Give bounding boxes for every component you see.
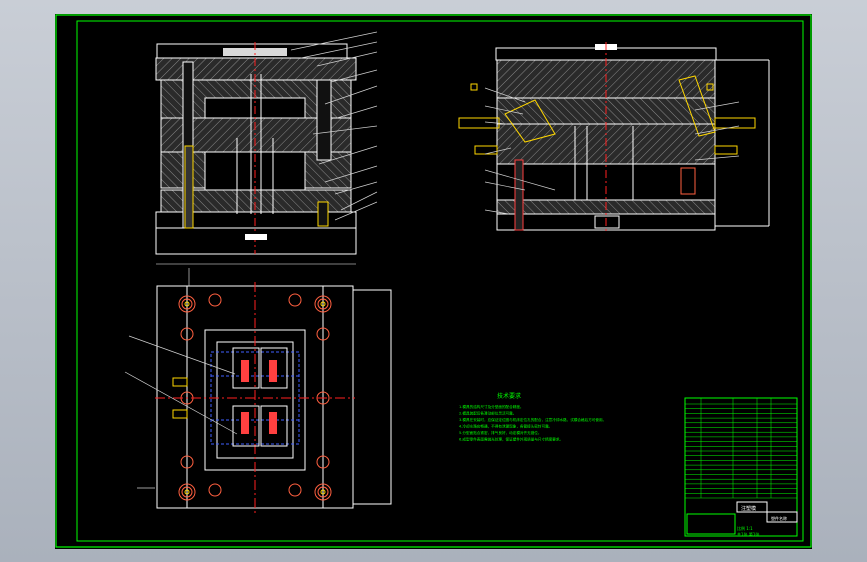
title-block: 注塑模 塑件名称 比例 1:1 共1张 第1张 [684,397,798,537]
tech-req-line: 3.模具在安装时，应保证定位圈与机床定位孔的配合，注意冷却水路，试模合格后方可使… [459,417,606,422]
plan-view [124,268,392,514]
sheet-text: 共1张 第1张 [737,531,759,537]
technical-requirements: 技术要求 1.模具的结构尺寸及分型面的配合精度。 2.模具装配后各滑动部位灵活可靠… [459,392,606,442]
drawing-name: 注塑模 [741,505,756,512]
inner-frame [76,20,804,542]
outer-frame [55,14,812,548]
side-section-view [458,42,770,232]
scale-text: 比例 1:1 [737,525,753,531]
tech-req-line: 2.模具装配后各滑动部位灵活可靠。 [459,411,516,416]
cad-viewport[interactable]: 技术要求 1.模具的结构尺寸及分型面的配合精度。 2.模具装配后各滑动部位灵活可靠… [55,14,812,549]
tech-req-line: 6.成型零件表面需抛光处理，保证塑件外观质量与尺寸精度要求。 [459,437,563,442]
tech-req-title: 技术要求 [497,392,521,400]
front-section-view [155,31,378,265]
tech-req-line: 5.分型面贴合紧密，排气良好，动定模对齐无错位。 [459,430,542,435]
tech-req-line: 4.冷却水路应畅通，不得有泄漏现象，各管接头密封可靠。 [459,424,552,429]
tech-req-line: 1.模具的结构尺寸及分型面的配合精度。 [459,404,524,409]
part-label: 塑件名称 [771,515,787,521]
